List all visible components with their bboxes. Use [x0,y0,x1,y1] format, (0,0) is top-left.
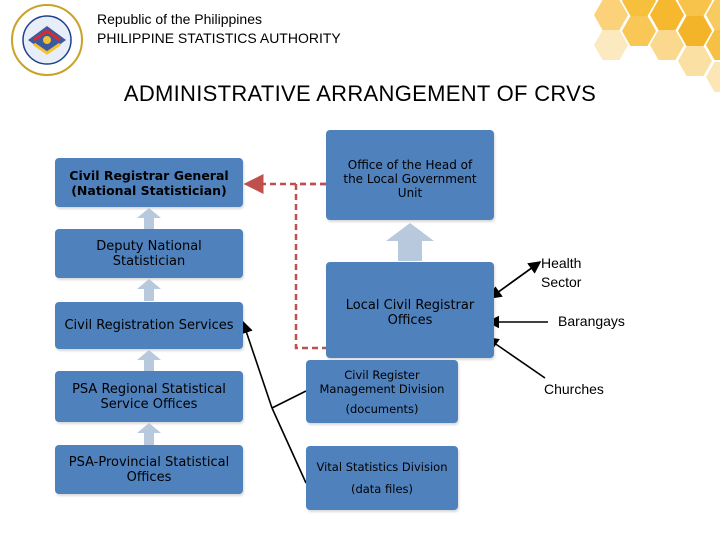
dashed-bracket-lcr [294,182,326,350]
box-psa-provincial-offices-label: PSA-Provincial Statistical Offices [68,454,230,485]
box-psa-regional-offices-label: PSA Regional Statistical Service Offices [72,381,226,412]
box-psa-provincial-offices: PSA-Provincial Statistical Offices [55,445,243,494]
up-arrow-3 [137,350,161,371]
box-crmd: Civil Register Management Division (docu… [306,360,458,423]
up-arrow-2 [137,279,161,301]
label-barangays: Barangays [558,313,625,329]
box-civil-registrar-general: Civil Registrar General (National Statis… [55,158,243,207]
header-republic: Republic of the Philippines [97,11,262,27]
box-local-civil-registrar: Local Civil Registrar Offices [326,262,494,358]
link-bracket-to-vsd [271,407,307,484]
box-vsd-sub: (data files) [350,482,414,496]
link-bracket-to-crmd [271,390,307,409]
box-deputy-national-statistician: Deputy National Statistician [55,229,243,278]
box-head-of-lgu: Office of the Head of the Local Governme… [326,130,494,220]
link-health-to-lcr [488,261,541,299]
box-civil-registration-services-label: Civil Registration Services [64,318,234,333]
link-churches-to-lcr [485,337,546,379]
box-vsd: Vital Statistics Division (data files) [306,446,458,510]
up-arrow-lcr-to-head [386,223,434,261]
box-deputy-national-statistician-label: Deputy National Statistician [96,238,202,269]
box-civil-registration-services: Civil Registration Services [55,302,243,349]
box-crmd-title: Civil Register Management Division [319,367,445,396]
up-arrow-1 [137,208,161,229]
up-arrow-4 [137,423,161,445]
box-psa-regional-offices: PSA Regional Statistical Service Offices [55,371,243,422]
label-churches: Churches [544,381,604,397]
psa-seal-logo [11,4,83,76]
header-agency: PHILIPPINE STATISTICS AUTHORITY [97,30,341,46]
box-local-civil-registrar-label: Local Civil Registrar Offices [345,298,475,328]
link-bracket-to-civil-registration-services [240,320,273,409]
box-vsd-title: Vital Statistics Division [316,460,448,474]
box-civil-registrar-general-label: Civil Registrar General (National Statis… [69,167,229,198]
box-crmd-sub: (documents) [345,401,419,416]
box-head-of-lgu-label: Office of the Head of the Local Governme… [343,158,477,200]
label-health-sector: Health Sector [541,255,582,290]
link-lcr-to-health [489,261,542,299]
page-title: ADMINISTRATIVE ARRANGEMENT OF CRVS [123,81,597,106]
